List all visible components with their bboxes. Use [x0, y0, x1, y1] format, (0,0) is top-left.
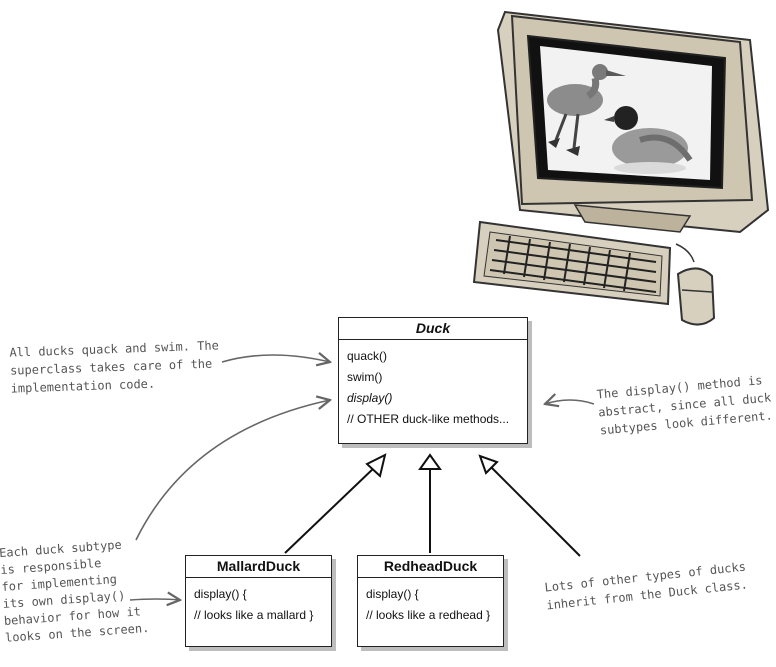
duck-methods: quack() swim() display() // OTHER duck-l…: [339, 340, 527, 436]
keyboard-illustration: [472, 220, 672, 306]
duck-photo-icon: [547, 64, 693, 174]
arrow-subtype-to-mallard: [129, 599, 180, 600]
mallard-display-comment: // looks like a mallard }: [194, 608, 314, 622]
mallard-class-box: MallardDuck display() { // looks like a …: [185, 555, 332, 647]
redhead-methods: display() { // looks like a redhead }: [358, 578, 503, 632]
redhead-display-comment: // looks like a redhead }: [366, 608, 491, 622]
duck-class-name: Duck: [339, 318, 527, 340]
redhead-class-name: RedheadDuck: [358, 556, 503, 578]
arrow-subtype-to-duck: [135, 400, 330, 541]
inherit-triangle-other: [478, 454, 499, 475]
redhead-class-box: RedheadDuck display() { // looks like a …: [357, 555, 504, 647]
arrow-quack-swim: [221, 355, 330, 362]
inheritance-arrows: [284, 453, 581, 557]
duck-class-box: Duck quack() swim() display() // OTHER d…: [338, 317, 528, 444]
inherit-line-other: [489, 465, 581, 557]
method-display: display(): [347, 391, 393, 405]
annotation-arrows: [129, 355, 595, 600]
inherit-line-mallard: [284, 465, 377, 554]
note-quack-swim: All ducks quack and swim. The superclass…: [9, 338, 220, 396]
mallard-methods: display() { // looks like a mallard }: [186, 578, 331, 632]
method-quack: quack(): [347, 349, 388, 363]
mouse-illustration: [675, 243, 716, 326]
inherit-triangle-redhead: [418, 453, 442, 470]
mallard-class-name: MallardDuck: [186, 556, 331, 578]
redhead-display-method: display() {: [366, 587, 419, 601]
arrow-display-abstract: [545, 400, 595, 404]
mallard-display-method: display() {: [194, 587, 247, 601]
method-other: // OTHER duck-like methods...: [347, 412, 510, 426]
method-swim: swim(): [347, 370, 383, 384]
inherit-triangle-mallard: [365, 453, 387, 478]
note-subtype-responsible: Each duck subtype is responsible for imp…: [0, 537, 150, 645]
